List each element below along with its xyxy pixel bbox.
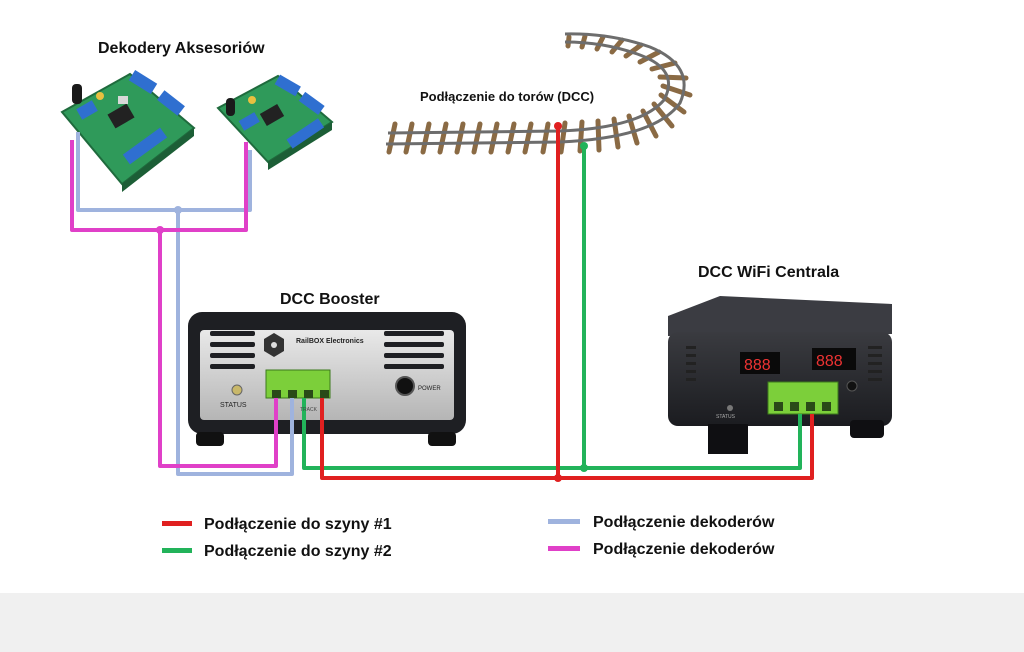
wire-decoder-blue: [76, 132, 294, 476]
footer-band: [0, 593, 1024, 652]
legend-label: Podłączenie dekoderów: [593, 541, 775, 558]
central-display-left: 888: [744, 357, 771, 374]
power-switch-icon: [395, 376, 415, 396]
legend-swatch-lightblue: [548, 519, 580, 524]
legend-label: Podłączenie do szyny #2: [204, 543, 392, 560]
central-power-jack-icon: [846, 380, 858, 392]
label-accessory-decoders: Dekodery Aksesoriów: [98, 40, 265, 57]
legend-swatch-green: [162, 548, 192, 553]
booster-track-text: TRACK: [300, 407, 318, 413]
central-status-led-icon: [727, 405, 733, 411]
wire-junctions: [156, 122, 588, 482]
legend-label: Podłączenie do szyny #1: [204, 516, 392, 533]
booster-status-text: STATUS: [220, 402, 247, 409]
wire-rail-2: [302, 144, 802, 470]
label-track-connection: Podłączenie do torów (DCC): [420, 89, 594, 104]
label-booster: DCC Booster: [280, 291, 380, 308]
accessory-decoder-board-2: [216, 74, 334, 170]
label-central: DCC WiFi Centrala: [698, 264, 839, 281]
legend-label: Podłączenie dekoderów: [593, 514, 775, 531]
legend-item: Podłączenie dekoderów: [548, 541, 775, 558]
railbox-logo-icon: [264, 333, 284, 357]
status-led-icon: [231, 384, 243, 396]
booster-brand-text: RailBOX Electronics: [296, 338, 364, 345]
legend-swatch-red: [162, 521, 192, 526]
central-status-text: STATUS: [716, 414, 736, 420]
legend-item: Podłączenie dekoderów: [548, 514, 775, 531]
legend-item: Podłączenie do szyny #2: [162, 543, 392, 560]
wire-rail-1: [320, 124, 814, 480]
booster-power-text: POWER: [418, 386, 441, 392]
wiring-diagram: Dekodery Aksesoriów Podłączenie do torów…: [60, 32, 892, 560]
legend-item: Podłączenie do szyny #1: [162, 516, 392, 533]
track-illustration: [385, 32, 693, 155]
legend: Podłączenie do szyny #1 Podłączenie do s…: [162, 514, 775, 560]
wires: [70, 124, 814, 480]
central-display-right: 888: [816, 353, 843, 370]
accessory-decoder-board-1: [60, 70, 196, 192]
legend-swatch-magenta: [548, 546, 580, 551]
central-box: [668, 296, 892, 454]
booster-box: [188, 312, 466, 446]
